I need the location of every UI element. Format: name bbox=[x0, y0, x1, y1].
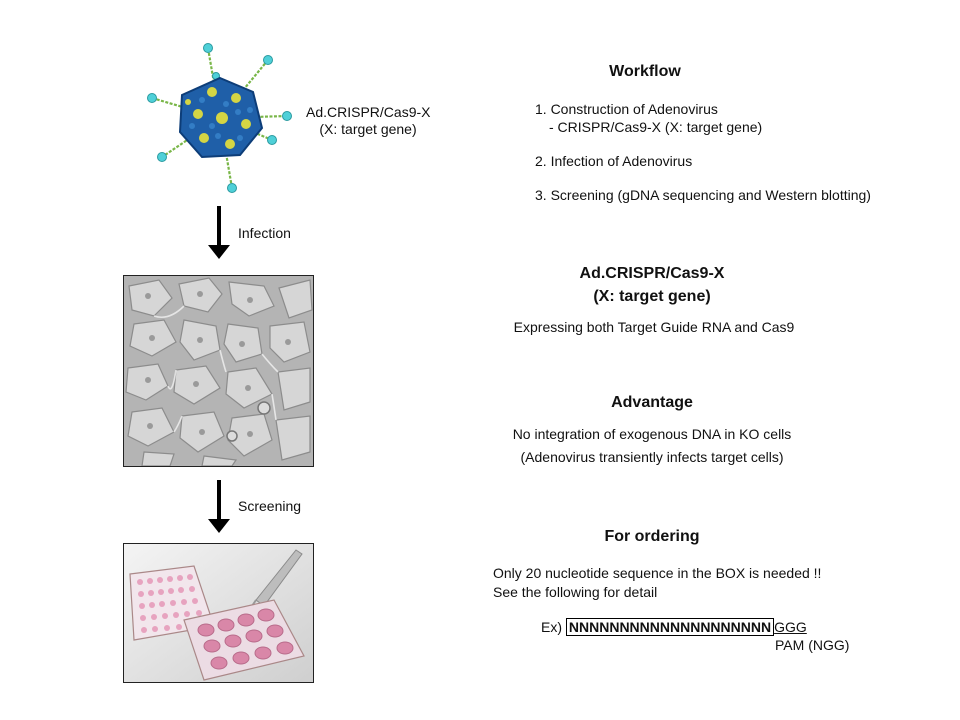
workflow-step-1-sub: - CRISPR/Cas9-X (X: target gene) bbox=[549, 119, 763, 135]
construct-title-line2: (X: target gene) bbox=[593, 288, 711, 305]
screening-arrow-icon bbox=[208, 480, 230, 533]
adenovirus-icon bbox=[147, 43, 292, 193]
pam-label: PAM (NGG) bbox=[775, 637, 850, 653]
advantage-line-2: (Adenovirus transiently infects target c… bbox=[520, 449, 784, 465]
advantage-line-1: No integration of exogenous DNA in KO ce… bbox=[512, 426, 792, 442]
workflow-step-2: 2. Infection of Adenovirus bbox=[535, 153, 693, 169]
virus-label-line1: Ad.CRISPR/Cas9-X bbox=[306, 104, 431, 120]
culture-plates-photo bbox=[123, 543, 314, 683]
screening-label: Screening bbox=[238, 498, 302, 514]
example-prefix: Ex) bbox=[541, 619, 562, 635]
virus-label-line2: (X: target gene) bbox=[319, 121, 417, 137]
construct-description: Expressing both Target Guide RNA and Cas… bbox=[513, 319, 795, 335]
construct-title: Ad.CRISPR/Cas9-X (X: target gene) bbox=[540, 262, 764, 308]
cell-micrograph-image bbox=[123, 275, 314, 467]
infection-arrow-icon bbox=[208, 206, 230, 259]
target-sequence-box: NNNNNNNNNNNNNNNNNNNN bbox=[565, 618, 775, 636]
workflow-title: Workflow bbox=[609, 63, 681, 80]
ordering-line-1: Only 20 nucleotide sequence in the BOX i… bbox=[493, 565, 822, 581]
advantage-title: Advantage bbox=[611, 394, 693, 411]
construct-title-line1: Ad.CRISPR/Cas9-X bbox=[579, 265, 725, 282]
virus-label: Ad.CRISPR/Cas9-X (X: target gene) bbox=[306, 104, 430, 138]
workflow-step-1: 1. Construction of Adenovirus bbox=[535, 101, 718, 117]
infection-label: Infection bbox=[238, 225, 291, 241]
ordering-title: For ordering bbox=[604, 528, 700, 545]
pam-sequence: GGG bbox=[774, 619, 807, 635]
workflow-step-3: 3. Screening (gDNA sequencing and Wester… bbox=[535, 187, 871, 203]
ordering-line-2: See the following for detail bbox=[493, 584, 658, 600]
